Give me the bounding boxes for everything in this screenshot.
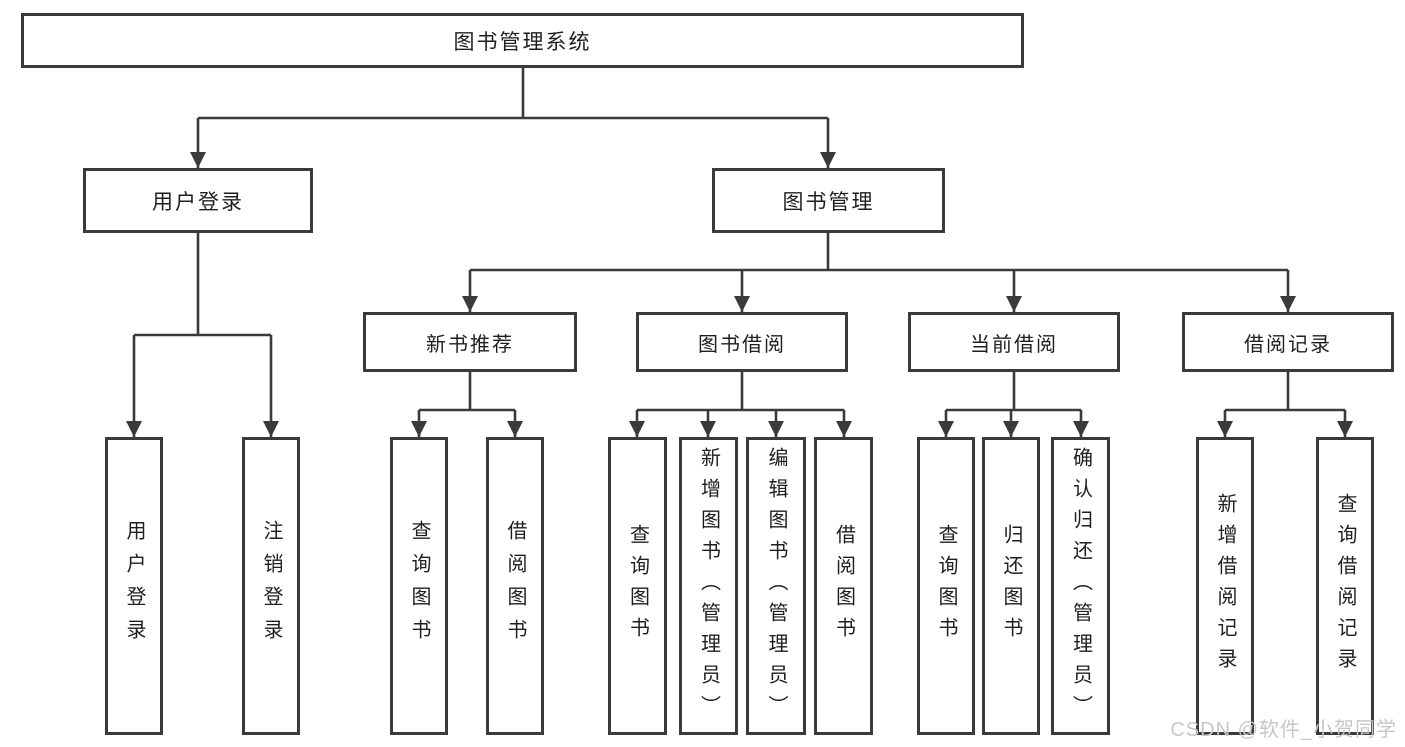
node-module-new-book: 新书推荐 [363, 312, 577, 372]
leaf-borrow-book: 借阅图书 [814, 437, 873, 735]
leaf-logout: 注销登录 [242, 437, 300, 735]
node-book-management: 图书管理 [712, 168, 945, 233]
leaf-borrow-edit-admin: 编辑图书（管理员） [746, 437, 806, 735]
node-user-login: 用户登录 [83, 168, 313, 233]
leaf-current-query: 查询图书 [917, 437, 975, 735]
leaf-records-query: 查询借阅记录 [1316, 437, 1374, 735]
node-module-current-borrow: 当前借阅 [908, 312, 1120, 372]
watermark: CSDN @软件_小贺同学 [1170, 719, 1397, 741]
leaf-current-confirm-admin: 确认归还（管理员） [1051, 437, 1110, 735]
leaf-newbook-borrow: 借阅图书 [486, 437, 544, 735]
node-root: 图书管理系统 [21, 13, 1024, 68]
leaf-current-return: 归还图书 [982, 437, 1040, 735]
leaf-newbook-query: 查询图书 [390, 437, 448, 735]
node-module-book-borrow: 图书借阅 [636, 312, 848, 372]
leaf-user-login: 用户登录 [105, 437, 163, 735]
node-module-borrow-records: 借阅记录 [1182, 312, 1394, 372]
leaf-borrow-add-admin: 新增图书（管理员） [679, 437, 738, 735]
leaf-borrow-query: 查询图书 [608, 437, 667, 735]
leaf-records-add: 新增借阅记录 [1196, 437, 1254, 735]
